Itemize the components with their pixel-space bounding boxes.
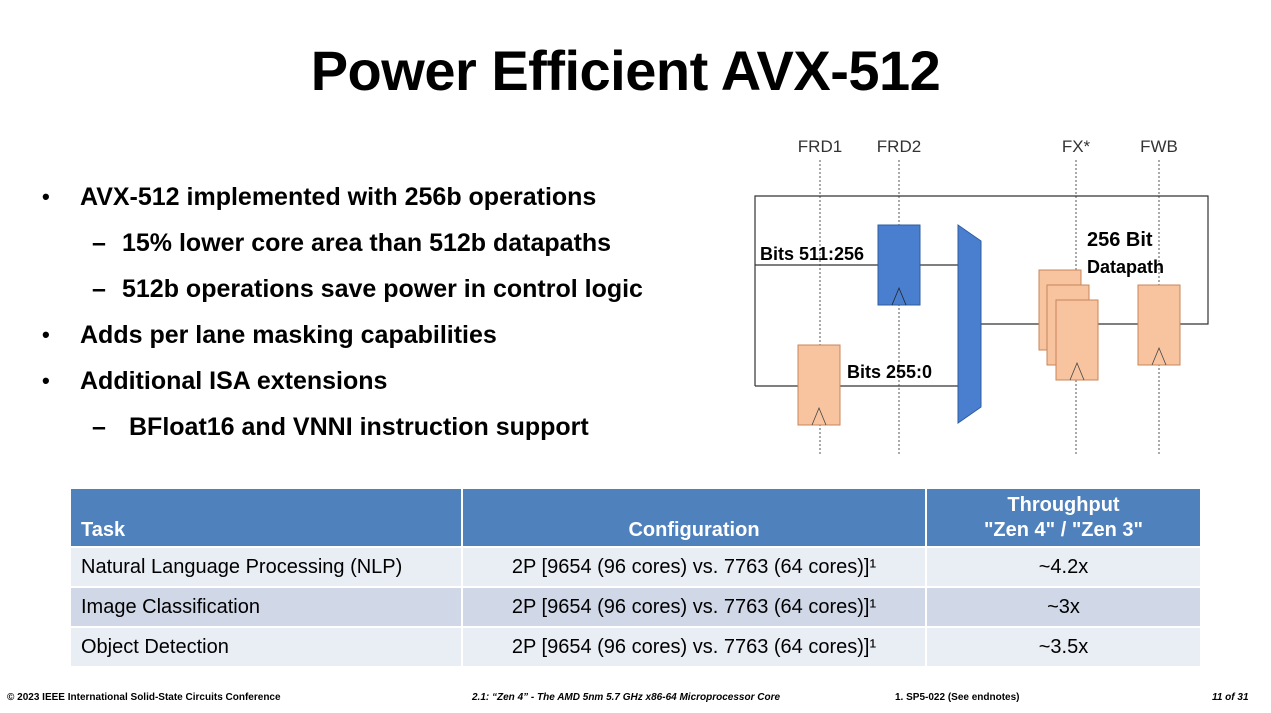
footer-endnote: 1. SP5-022 (See endnotes) xyxy=(895,692,1020,703)
footer-paper-title: 2.1: “Zen 4” - The AMD 5nm 5.7 GHz x86-6… xyxy=(472,692,781,703)
dash-mark: – xyxy=(92,413,106,441)
fx-flop xyxy=(1055,299,1099,381)
sub-bullet-item: – 512b operations save power in control … xyxy=(40,270,730,316)
bullet-mark: • xyxy=(42,322,50,347)
slide-title: Power Efficient AVX-512 xyxy=(310,39,941,102)
dash-mark: – xyxy=(92,275,106,303)
table-header-row: Task Configuration Throughput "Zen 4" / … xyxy=(71,489,1200,547)
performance-table: Task Configuration Throughput "Zen 4" / … xyxy=(71,489,1200,666)
datapath-wires xyxy=(754,195,1209,387)
frd1-flop xyxy=(797,344,841,426)
stage-label-fx: FX* xyxy=(1062,137,1091,156)
table-row: Image Classification 2P [9654 (96 cores)… xyxy=(71,586,1200,627)
cell-task: Object Detection xyxy=(71,626,463,666)
bullet-list: • AVX-512 implemented with 256b operatio… xyxy=(40,178,730,454)
bullet-text: Additional ISA extensions xyxy=(80,367,388,395)
mux-shape xyxy=(957,224,982,424)
bullet-text: AVX-512 implemented with 256b operations xyxy=(80,183,597,211)
bullet-item: • Additional ISA extensions xyxy=(40,362,730,408)
stage-label-frd2: FRD2 xyxy=(877,137,921,156)
stage-boundaries xyxy=(819,160,1160,456)
footer-copyright: © 2023 IEEE International Solid-State Ci… xyxy=(7,692,281,703)
label-bits-high: Bits 511:256 xyxy=(760,244,864,264)
header-configuration: Configuration xyxy=(462,489,927,547)
page-number: 11 of 31 xyxy=(1212,692,1249,703)
label-bits-low: Bits 255:0 xyxy=(847,362,932,382)
avx512-datapath-diagram: FRD1 FRD2 FX* FWB Bits 511:256 Bits 255:… xyxy=(754,137,1209,456)
table-row: Natural Language Processing (NLP) 2P [96… xyxy=(71,546,1200,587)
clock-icon xyxy=(891,286,907,306)
bullet-mark: • xyxy=(42,184,50,209)
cell-configuration: 2P [9654 (96 cores) vs. 7763 (64 cores)]… xyxy=(462,626,927,666)
datapath-label-line1: 256 Bit xyxy=(1087,229,1153,251)
frd2-flop xyxy=(877,224,921,306)
fwb-flop xyxy=(1137,284,1181,366)
cell-throughput: ~4.2x xyxy=(926,546,1200,587)
sub-bullet-text: 512b operations save power in control lo… xyxy=(122,275,643,303)
feedback-wire xyxy=(754,195,1209,386)
bullet-item: • Adds per lane masking capabilities xyxy=(40,316,730,362)
bullet-text: Adds per lane masking capabilities xyxy=(80,321,497,349)
bullet-mark: • xyxy=(42,368,50,393)
clock-icon xyxy=(1151,346,1167,366)
header-throughput-line2: "Zen 4" / "Zen 3" xyxy=(983,519,1144,541)
table-row: Object Detection 2P [9654 (96 cores) vs.… xyxy=(71,626,1200,666)
cell-configuration: 2P [9654 (96 cores) vs. 7763 (64 cores)]… xyxy=(462,546,927,587)
cell-throughput: ~3x xyxy=(926,586,1200,627)
datapath-label-line2: Datapath xyxy=(1087,257,1164,277)
clock-icon xyxy=(811,406,827,426)
sub-bullet-item: – 15% lower core area than 512b datapath… xyxy=(40,224,730,270)
header-throughput: Throughput "Zen 4" / "Zen 3" xyxy=(926,489,1200,547)
sub-bullet-text: 15% lower core area than 512b datapaths xyxy=(122,229,612,257)
cell-task: Natural Language Processing (NLP) xyxy=(71,546,463,587)
cell-configuration: 2P [9654 (96 cores) vs. 7763 (64 cores)]… xyxy=(462,586,927,627)
clock-icon xyxy=(1069,361,1085,381)
cell-throughput: ~3.5x xyxy=(926,626,1200,666)
header-throughput-line1: Throughput xyxy=(1007,494,1120,516)
stage-label-fwb: FWB xyxy=(1140,137,1178,156)
stage-label-frd1: FRD1 xyxy=(798,137,842,156)
bullet-item: • AVX-512 implemented with 256b operatio… xyxy=(40,178,730,224)
sub-bullet-text: BFloat16 and VNNI instruction support xyxy=(129,413,589,441)
dash-mark: – xyxy=(92,229,106,257)
cell-task: Image Classification xyxy=(71,586,463,627)
header-task: Task xyxy=(71,489,463,547)
sub-bullet-item: – BFloat16 and VNNI instruction support xyxy=(40,408,730,454)
